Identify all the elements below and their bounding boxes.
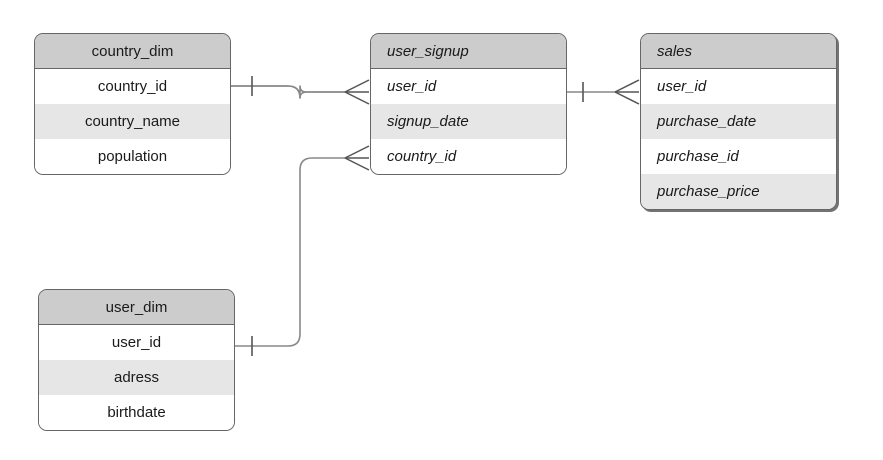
column-sales-purchase-price[interactable]: purchase_price xyxy=(641,174,836,209)
crowsfoot-sales-user-id xyxy=(614,79,640,105)
entity-title-country-dim: country_dim xyxy=(35,34,230,69)
connector-user-dim-vertical xyxy=(235,157,345,347)
column-country-dim-country-id[interactable]: country_id xyxy=(35,69,230,104)
column-user-dim-user-id[interactable]: user_id xyxy=(39,325,234,360)
entity-user-dim[interactable]: user_dim user_id adress birthdate xyxy=(38,289,235,431)
column-user-dim-adress[interactable]: adress xyxy=(39,360,234,395)
column-user-signup-signup-date[interactable]: signup_date xyxy=(371,104,566,139)
column-country-dim-country-name[interactable]: country_name xyxy=(35,104,230,139)
column-sales-purchase-date[interactable]: purchase_date xyxy=(641,104,836,139)
entity-sales[interactable]: sales user_id purchase_date purchase_id … xyxy=(640,33,837,210)
column-country-dim-population[interactable]: population xyxy=(35,139,230,174)
entity-user-signup[interactable]: user_signup user_id signup_date country_… xyxy=(370,33,567,175)
connector-country-dim-to-user-signup xyxy=(231,85,345,99)
column-user-dim-birthdate[interactable]: birthdate xyxy=(39,395,234,430)
column-user-signup-country-id[interactable]: country_id xyxy=(371,139,566,174)
crowsfoot-user-signup-country-id xyxy=(344,145,370,171)
entity-title-user-signup: user_signup xyxy=(371,34,566,69)
entity-country-dim[interactable]: country_dim country_id country_name popu… xyxy=(34,33,231,175)
connector-country-dim-upper-arm xyxy=(299,91,345,99)
connector-country-dim-elbow xyxy=(231,85,301,99)
crowsfoot-user-signup-user-id xyxy=(344,79,370,105)
column-sales-user-id[interactable]: user_id xyxy=(641,69,836,104)
column-sales-purchase-id[interactable]: purchase_id xyxy=(641,139,836,174)
entity-title-user-dim: user_dim xyxy=(39,290,234,325)
entity-title-sales: sales xyxy=(641,34,836,69)
column-user-signup-user-id[interactable]: user_id xyxy=(371,69,566,104)
